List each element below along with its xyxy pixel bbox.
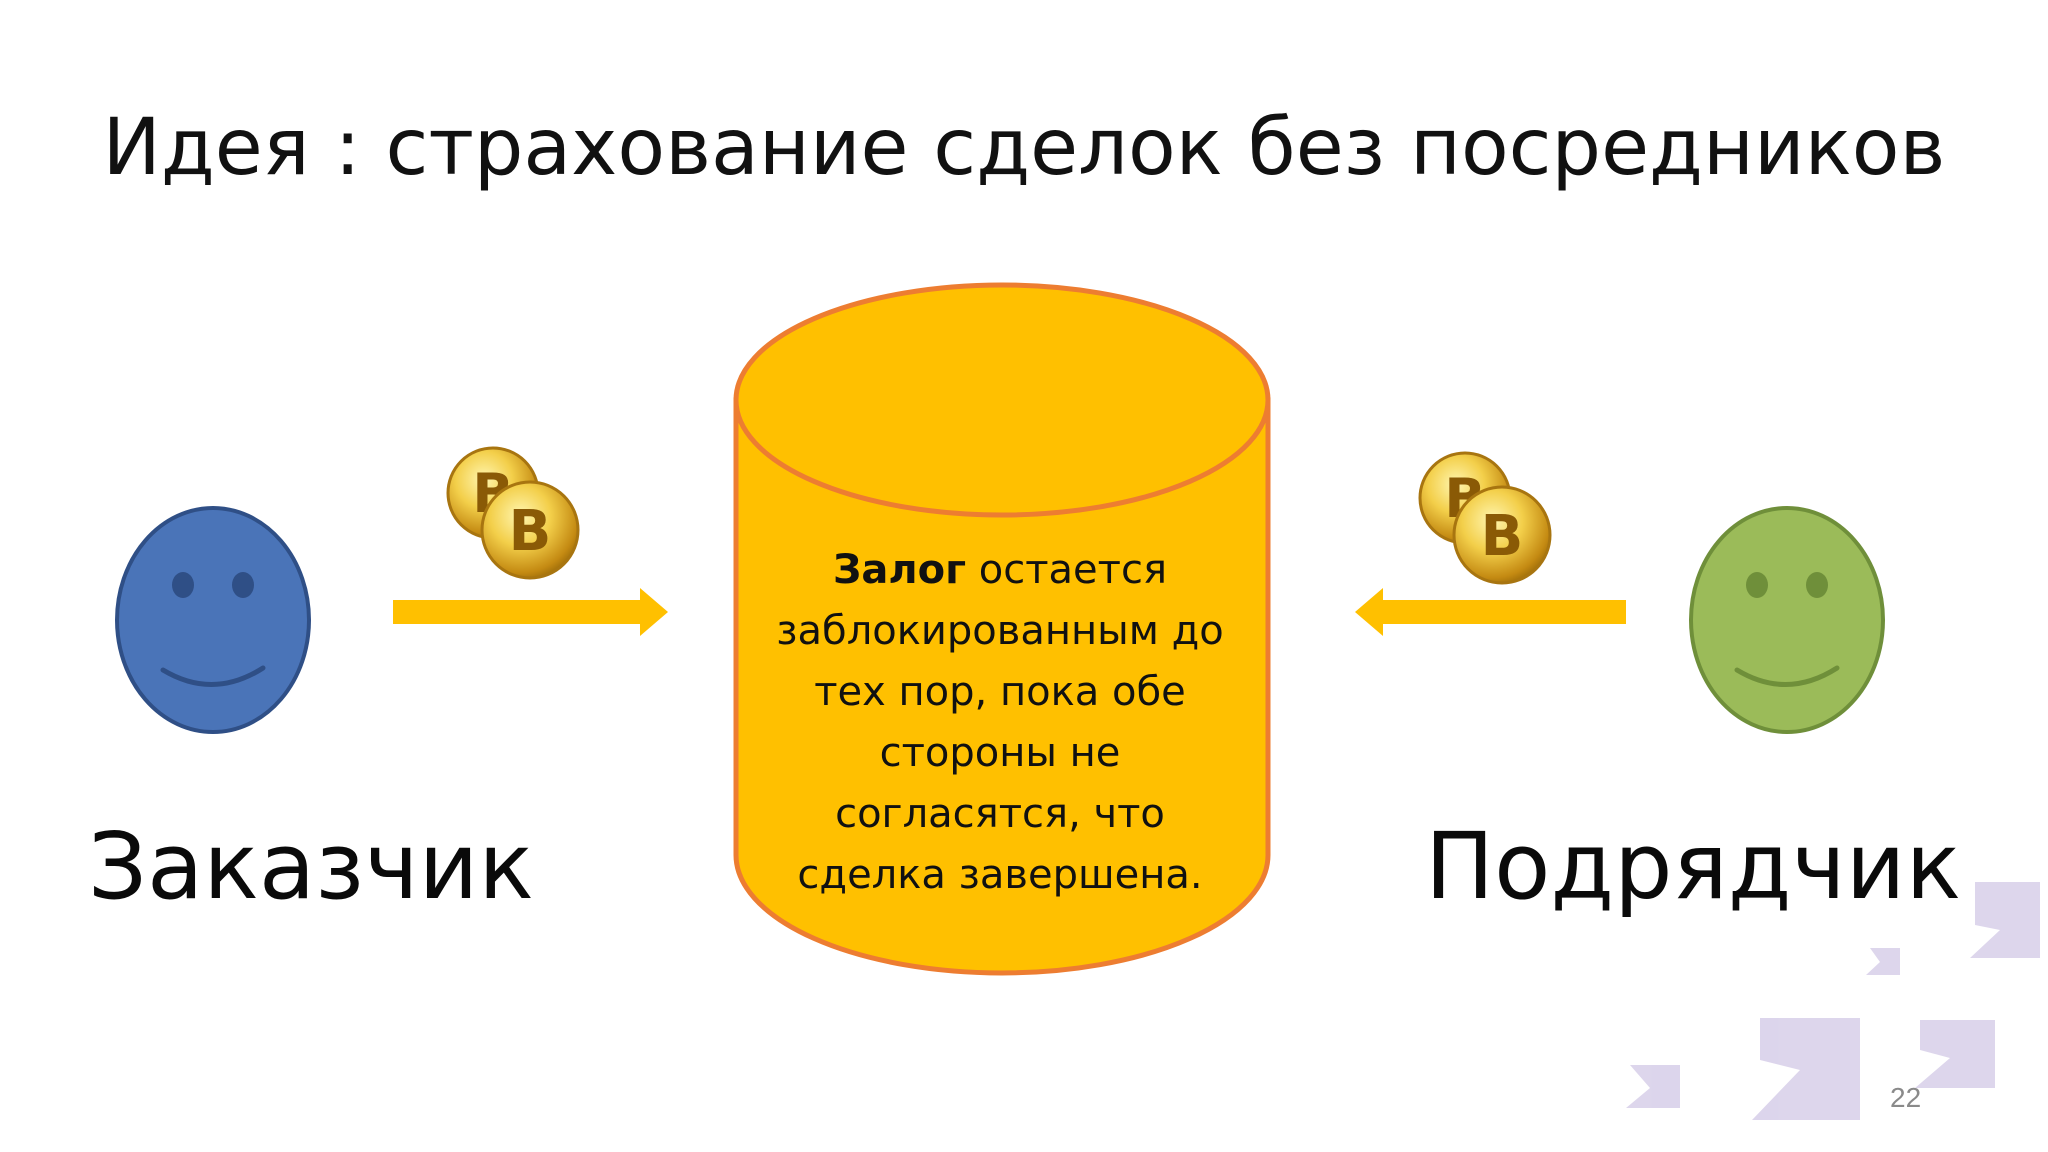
contractor-smiley-icon bbox=[1689, 506, 1885, 734]
escrow-cylinder bbox=[733, 282, 1271, 976]
bitcoin-coins-left-icon: B B bbox=[446, 446, 580, 580]
svg-text:B: B bbox=[509, 499, 552, 564]
customer-label: Заказчик bbox=[88, 813, 534, 920]
bitcoin-coins-right-icon: B B bbox=[1418, 451, 1552, 585]
slide-title: Идея : страхование сделок без посреднико… bbox=[102, 103, 1946, 193]
escrow-text: остается заблокированным до тех пор, пок… bbox=[776, 547, 1224, 898]
svg-text:B: B bbox=[1481, 504, 1524, 569]
escrow-highlight: Залог bbox=[832, 547, 967, 593]
page-number: 22 bbox=[1890, 1082, 1922, 1113]
escrow-description: Залог остается заблокированным до тех по… bbox=[760, 540, 1240, 906]
decorative-logo-marks bbox=[1626, 882, 2040, 1120]
contractor-label: Подрядчик bbox=[1425, 813, 1962, 920]
arrow-right-icon bbox=[393, 588, 668, 636]
arrow-left-icon bbox=[1355, 588, 1626, 636]
customer-smiley-icon bbox=[115, 506, 311, 734]
